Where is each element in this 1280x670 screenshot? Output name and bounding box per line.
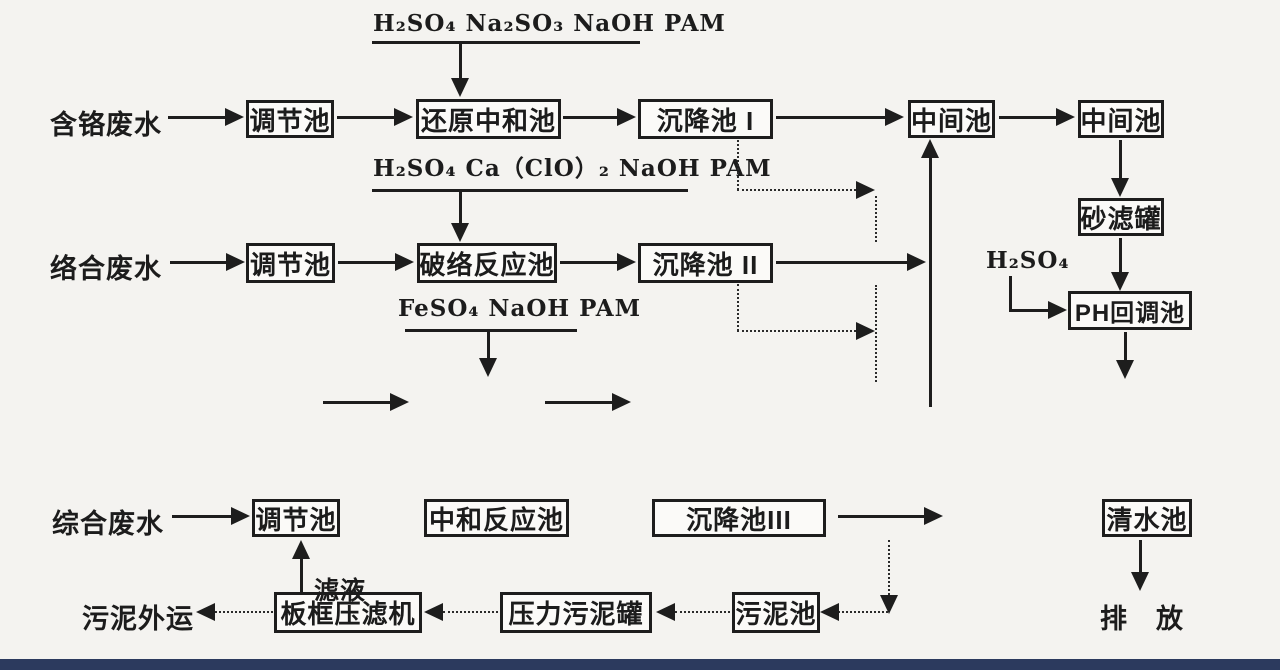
arrow-ph-outflow-head xyxy=(1116,360,1134,379)
tank-neutralization-reaction: 中和反应池 xyxy=(424,499,569,537)
sludge-collector-dashed-lower xyxy=(875,285,877,382)
settling2-sludge-dashed-horizontal xyxy=(737,330,856,332)
arrow-reduction-to-settling1-head xyxy=(617,108,636,126)
tank-regulating-2: 调节池 xyxy=(246,243,335,283)
label-chromium-wastewater: 含铬废水 xyxy=(50,110,162,140)
arrow-decomplex-to-settling2-head xyxy=(617,253,636,271)
settling2-sludge-arrow-head xyxy=(856,322,875,340)
reduction-dosing-drop-line xyxy=(459,44,462,78)
settling3-sludge-down-head xyxy=(880,595,898,614)
tank-sand-filter: 砂滤罐 xyxy=(1078,198,1164,236)
continuation-arrow-2-head xyxy=(612,393,631,411)
arrow-settling1-to-intermediate1-shaft xyxy=(776,116,885,119)
arrow-ph-outflow-shaft xyxy=(1124,332,1127,360)
bottom-bar xyxy=(0,659,1280,670)
label-ph-adjust-acid: H₂SO₄ xyxy=(986,247,1070,274)
arrow-press-to-transport-head xyxy=(196,603,215,621)
arrow-pressure-to-press-dashed xyxy=(443,611,498,613)
arrow-intermediate2-to-sandfilter-shaft xyxy=(1119,140,1122,178)
tank-ph-readjust: PH回调池 xyxy=(1068,291,1192,330)
collector-line xyxy=(929,156,932,407)
label-discharge: 排 放 xyxy=(1100,604,1184,634)
arrow-complex-to-regulating-head xyxy=(226,253,245,271)
arrow-comprehensive-to-regulating-head xyxy=(231,507,250,525)
arrow-regulating1-to-reduction-head xyxy=(394,108,413,126)
arrow-clearwater-to-discharge-head xyxy=(1131,572,1149,591)
arrow-settling3-outflow-head xyxy=(924,507,943,525)
continuation-arrow-2-shaft xyxy=(545,401,612,404)
tank-sludge: 污泥池 xyxy=(732,592,820,633)
neutralize-dosing-underline xyxy=(405,329,577,332)
tank-settling-3: 沉降池III xyxy=(652,499,826,537)
label-reduction-dosing-chemicals: H₂SO₄ Na₂SO₃ NaOH PAM xyxy=(373,10,726,37)
neutralize-dosing-drop-line xyxy=(487,332,490,358)
tank-regulating-3: 调节池 xyxy=(252,499,340,537)
settling1-sludge-arrow-head xyxy=(856,181,875,199)
label-sludge-transport: 污泥外运 xyxy=(82,604,194,634)
reduction-dosing-arrow-head xyxy=(451,78,469,97)
settling2-sludge-dashed-vertical xyxy=(737,284,739,331)
filtrate-return-shaft xyxy=(300,556,303,592)
tank-settling-1: 沉降池 I xyxy=(638,99,773,139)
arrow-settling2-to-collector-head xyxy=(907,253,926,271)
settling3-sludge-dashed-horizontal xyxy=(838,611,888,613)
arrow-regulating2-to-decomplex-shaft xyxy=(338,261,395,264)
tank-plate-frame-filter-press: 板框压滤机 xyxy=(274,592,422,633)
arrow-intermediate1-to-intermediate2-shaft xyxy=(999,116,1056,119)
arrow-settling2-to-collector-shaft xyxy=(776,261,907,264)
label-neutralize-dosing-chemicals: FeSO₄ NaOH PAM xyxy=(398,295,642,322)
arrow-complex-to-regulating-shaft xyxy=(170,261,226,264)
arrow-press-to-transport-dashed xyxy=(215,611,273,613)
tank-intermediate-1: 中间池 xyxy=(908,100,995,138)
settling1-sludge-dashed-horizontal xyxy=(737,189,856,191)
arrow-comprehensive-to-regulating-shaft xyxy=(172,515,231,518)
arrow-intermediate2-to-sandfilter-head xyxy=(1111,178,1129,197)
label-decomplex-dosing-chemicals: H₂SO₄ Ca（ClO）₂ NaOH PAM xyxy=(373,155,772,182)
arrow-regulating2-to-decomplex-head xyxy=(395,253,414,271)
tank-pressure-sludge: 压力污泥罐 xyxy=(500,592,652,633)
arrow-clearwater-to-discharge-shaft xyxy=(1139,540,1142,572)
neutralize-dosing-arrow-head xyxy=(479,358,497,377)
arrow-reduction-to-settling1-shaft xyxy=(563,116,617,119)
tank-decomplex-reaction: 破络反应池 xyxy=(417,243,557,283)
ph-acid-elbow-vertical xyxy=(1009,276,1012,312)
arrow-settling3-outflow-shaft xyxy=(838,515,924,518)
arrow-pressure-to-press-head xyxy=(424,603,443,621)
arrow-settling1-to-intermediate1-head xyxy=(885,108,904,126)
tank-settling-2: 沉降池 II xyxy=(638,243,773,283)
label-complex-wastewater: 络合废水 xyxy=(50,254,162,284)
arrow-sludge-to-pressure-head xyxy=(656,603,675,621)
tank-clear-water: 清水池 xyxy=(1102,499,1192,537)
tank-regulating-1: 调节池 xyxy=(246,100,334,138)
continuation-arrow-1-shaft xyxy=(323,401,390,404)
continuation-arrow-1-head xyxy=(390,393,409,411)
ph-acid-elbow-horizontal xyxy=(1009,309,1049,312)
arrow-decomplex-to-settling2-shaft xyxy=(560,261,617,264)
decomplex-dosing-underline xyxy=(372,189,688,192)
settling3-sludge-left-head xyxy=(820,603,839,621)
ph-acid-arrow-head xyxy=(1048,301,1067,319)
arrow-sludge-to-pressure-dashed xyxy=(675,611,730,613)
arrow-regulating1-to-reduction-shaft xyxy=(337,116,394,119)
decomplex-dosing-arrow-head xyxy=(451,223,469,242)
arrow-intermediate1-to-intermediate2-head xyxy=(1056,108,1075,126)
tank-reduction-neutralization: 还原中和池 xyxy=(416,99,561,139)
reduction-dosing-underline xyxy=(372,41,640,44)
filtrate-return-up-head xyxy=(292,540,310,559)
collector-line-up-head xyxy=(921,139,939,158)
settling1-sludge-dashed-vertical xyxy=(737,140,739,190)
arrow-sandfilter-to-ph-head xyxy=(1111,272,1129,291)
label-comprehensive-wastewater: 综合废水 xyxy=(52,509,164,539)
arrow-chromium-to-regulating-head xyxy=(225,108,244,126)
settling3-sludge-dashed-vertical xyxy=(888,540,890,595)
arrow-sandfilter-to-ph-shaft xyxy=(1119,238,1122,272)
decomplex-dosing-drop-line xyxy=(459,192,462,223)
sludge-collector-dashed-upper xyxy=(875,196,877,242)
arrow-chromium-to-regulating-shaft xyxy=(168,116,225,119)
label-filtrate: 滤液 xyxy=(314,577,367,605)
tank-intermediate-2: 中间池 xyxy=(1078,100,1164,138)
